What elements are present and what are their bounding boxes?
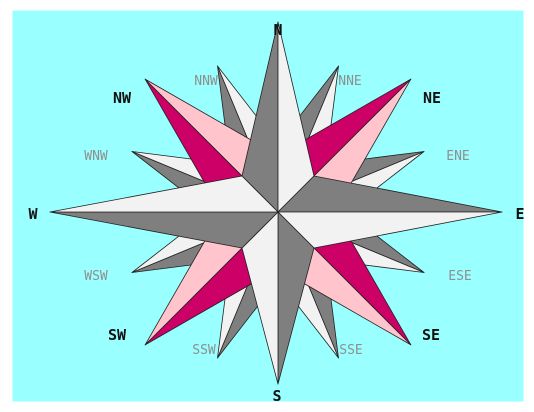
label-wsw: WSW [84, 269, 108, 284]
label-w: W [28, 205, 38, 223]
label-ne: NE [423, 89, 441, 107]
label-sw: SW [108, 326, 127, 344]
label-sse: SSE [339, 343, 362, 358]
label-nnw: NNW [194, 74, 218, 89]
label-e: E [515, 205, 524, 223]
label-n: N [273, 21, 282, 39]
label-se: SE [422, 326, 440, 344]
label-ssw: SSW [192, 343, 216, 358]
label-nne: NNE [338, 74, 361, 89]
label-ese: ESE [448, 269, 471, 284]
label-s: S [272, 387, 281, 405]
label-nw: NW [113, 89, 132, 107]
label-ene: ENE [446, 149, 469, 164]
label-wnw: WNW [84, 149, 108, 164]
